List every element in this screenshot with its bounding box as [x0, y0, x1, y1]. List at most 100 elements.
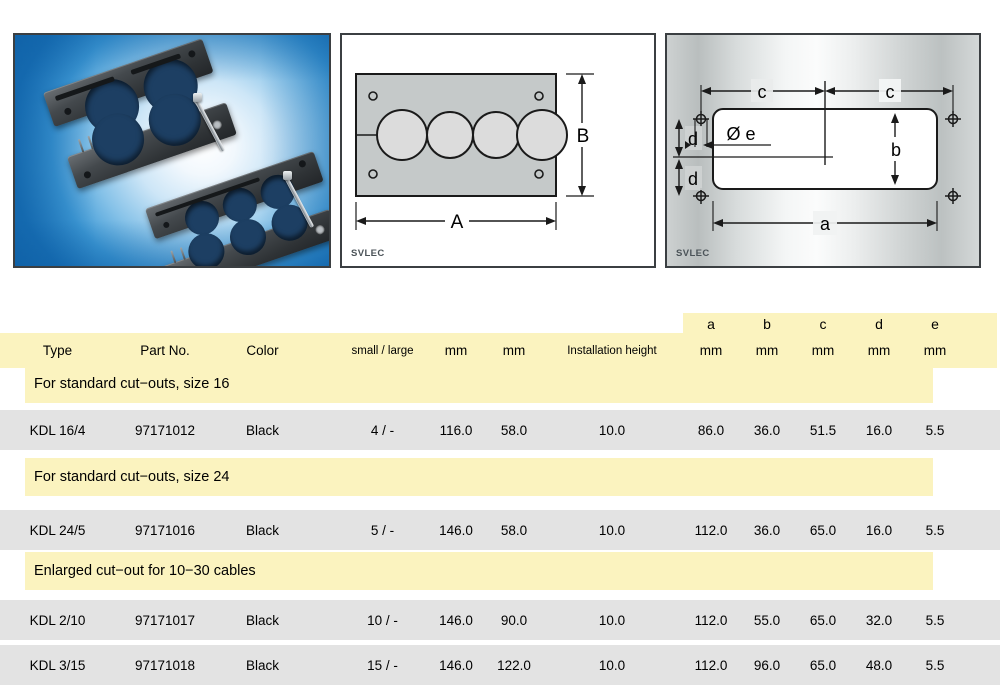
- cell-type: KDL 24/5: [29, 522, 86, 538]
- section-header-2: Enlarged cut−out for 10−30 cables: [0, 552, 1000, 590]
- front-view-panel: B A SVLEC: [340, 33, 656, 268]
- cell-e: 5.5: [925, 657, 945, 673]
- cell-c: 65.0: [809, 657, 837, 673]
- section-title-0: For standard cut−outs, size 16: [34, 376, 230, 392]
- watermark-cutout-view: SVLEC: [676, 248, 710, 259]
- cell-d: 16.0: [865, 522, 893, 538]
- header-upper-band: [683, 313, 997, 333]
- header-unit-b: mm: [755, 343, 779, 358]
- cell-d: 16.0: [865, 422, 893, 438]
- cell-small-large: 10 / -: [367, 612, 398, 628]
- header-letter-b: b: [763, 316, 771, 332]
- svg-text:A: A: [451, 212, 464, 233]
- header-mm-1: mm: [444, 343, 468, 358]
- svg-text:d: d: [688, 129, 698, 149]
- product-photo-panel: [13, 33, 331, 268]
- cell-part-no: 97171017: [134, 612, 196, 628]
- cell-a: 112.0: [694, 657, 728, 673]
- cell-a: 112.0: [694, 612, 728, 628]
- section-band-2: [25, 552, 933, 590]
- cell-installation-height: 10.0: [598, 422, 626, 438]
- cell-color: Black: [245, 657, 279, 673]
- table-row[interactable]: KDL 16/4 97171012 Black 4 / - 116.0 58.0…: [0, 410, 1000, 450]
- row-band: [0, 600, 1000, 640]
- cell-mm-1: 146.0: [439, 612, 473, 628]
- header-lower-band: [0, 333, 997, 368]
- section-band-0: [25, 365, 933, 403]
- svg-text:c: c: [758, 82, 767, 102]
- cell-mm-1: 146.0: [439, 657, 473, 673]
- cutout-view-panel: c c d d Ø e: [665, 33, 981, 268]
- section-title-1: For standard cut−outs, size 24: [34, 469, 230, 485]
- section-title-2: Enlarged cut−out for 10−30 cables: [34, 563, 256, 579]
- cell-small-large: 4 / -: [370, 422, 395, 438]
- row-band: [0, 510, 1000, 550]
- cell-type: KDL 16/4: [29, 422, 86, 438]
- cell-color: Black: [245, 522, 279, 538]
- header-small-large: small / large: [351, 344, 414, 357]
- cell-mm-2: 122.0: [497, 657, 531, 673]
- cell-small-large: 5 / -: [370, 522, 395, 538]
- cell-e: 5.5: [925, 422, 945, 438]
- cell-color: Black: [245, 612, 279, 628]
- cell-part-no: 97171012: [134, 422, 196, 438]
- svg-text:Ø e: Ø e: [726, 124, 755, 144]
- table-row[interactable]: KDL 24/5 97171016 Black 5 / - 146.0 58.0…: [0, 510, 1000, 550]
- header-unit-a: mm: [699, 343, 723, 358]
- header-unit-c: mm: [811, 343, 835, 358]
- cell-a: 86.0: [697, 422, 725, 438]
- section-header-1: For standard cut−outs, size 24: [0, 458, 1000, 496]
- header-letter-e: e: [931, 316, 939, 332]
- cell-mm-2: 58.0: [500, 422, 528, 438]
- cell-installation-height: 10.0: [598, 522, 626, 538]
- cell-d: 32.0: [865, 612, 893, 628]
- header-letter-d: d: [875, 316, 883, 332]
- cell-b: 96.0: [753, 657, 781, 673]
- cell-part-no: 97171016: [134, 522, 196, 538]
- table-row[interactable]: KDL 3/15 97171018 Black 15 / - 146.0 122…: [0, 645, 1000, 685]
- cell-c: 51.5: [809, 422, 837, 438]
- svg-text:B: B: [577, 126, 590, 147]
- header-unit-d: mm: [867, 343, 891, 358]
- header-part-no: Part No.: [140, 343, 190, 358]
- screw-head-upper: [193, 93, 202, 102]
- front-view-drawing: B A: [355, 73, 594, 233]
- cell-b: 55.0: [753, 612, 781, 628]
- header-installation-height: Installation height: [567, 344, 657, 357]
- cell-installation-height: 10.0: [598, 657, 626, 673]
- cell-type: KDL 3/15: [29, 657, 86, 673]
- cell-small-large: 15 / -: [367, 657, 398, 673]
- row-band: [0, 410, 1000, 450]
- header-letter-c: c: [819, 316, 827, 332]
- cell-mm-2: 58.0: [500, 522, 528, 538]
- cell-d: 48.0: [865, 657, 893, 673]
- svg-text:a: a: [820, 214, 831, 234]
- row-band: [0, 645, 1000, 685]
- svg-text:d: d: [688, 169, 698, 189]
- diagram-panel-row: B A SVLEC: [0, 0, 1000, 272]
- cell-mm-1: 146.0: [439, 522, 473, 538]
- cell-mm-2: 90.0: [500, 612, 528, 628]
- cell-b: 36.0: [753, 522, 781, 538]
- cell-c: 65.0: [809, 522, 837, 538]
- cell-e: 5.5: [925, 612, 945, 628]
- header-color: Color: [246, 343, 279, 358]
- watermark-front-view: SVLEC: [351, 248, 385, 259]
- cell-type: KDL 2/10: [29, 612, 86, 628]
- cell-mm-1: 116.0: [439, 422, 473, 438]
- cell-installation-height: 10.0: [598, 612, 626, 628]
- header-letter-a: a: [707, 316, 715, 332]
- cell-color: Black: [245, 422, 279, 438]
- table-row[interactable]: KDL 2/10 97171017 Black 10 / - 146.0 90.…: [0, 600, 1000, 640]
- svg-text:c: c: [886, 82, 895, 102]
- header-mm-2: mm: [502, 343, 526, 358]
- cell-a: 112.0: [694, 522, 728, 538]
- table-header-row: Type Part No. Color small / large mm mm …: [0, 313, 1000, 368]
- section-header-0: For standard cut−outs, size 16: [0, 365, 1000, 403]
- cutout-drawing: c c d d Ø e: [673, 79, 961, 235]
- section-band-1: [25, 458, 933, 496]
- header-unit-e: mm: [923, 343, 947, 358]
- svg-text:b: b: [891, 140, 901, 160]
- screw-head-lower: [283, 171, 292, 180]
- header-type: Type: [42, 343, 73, 358]
